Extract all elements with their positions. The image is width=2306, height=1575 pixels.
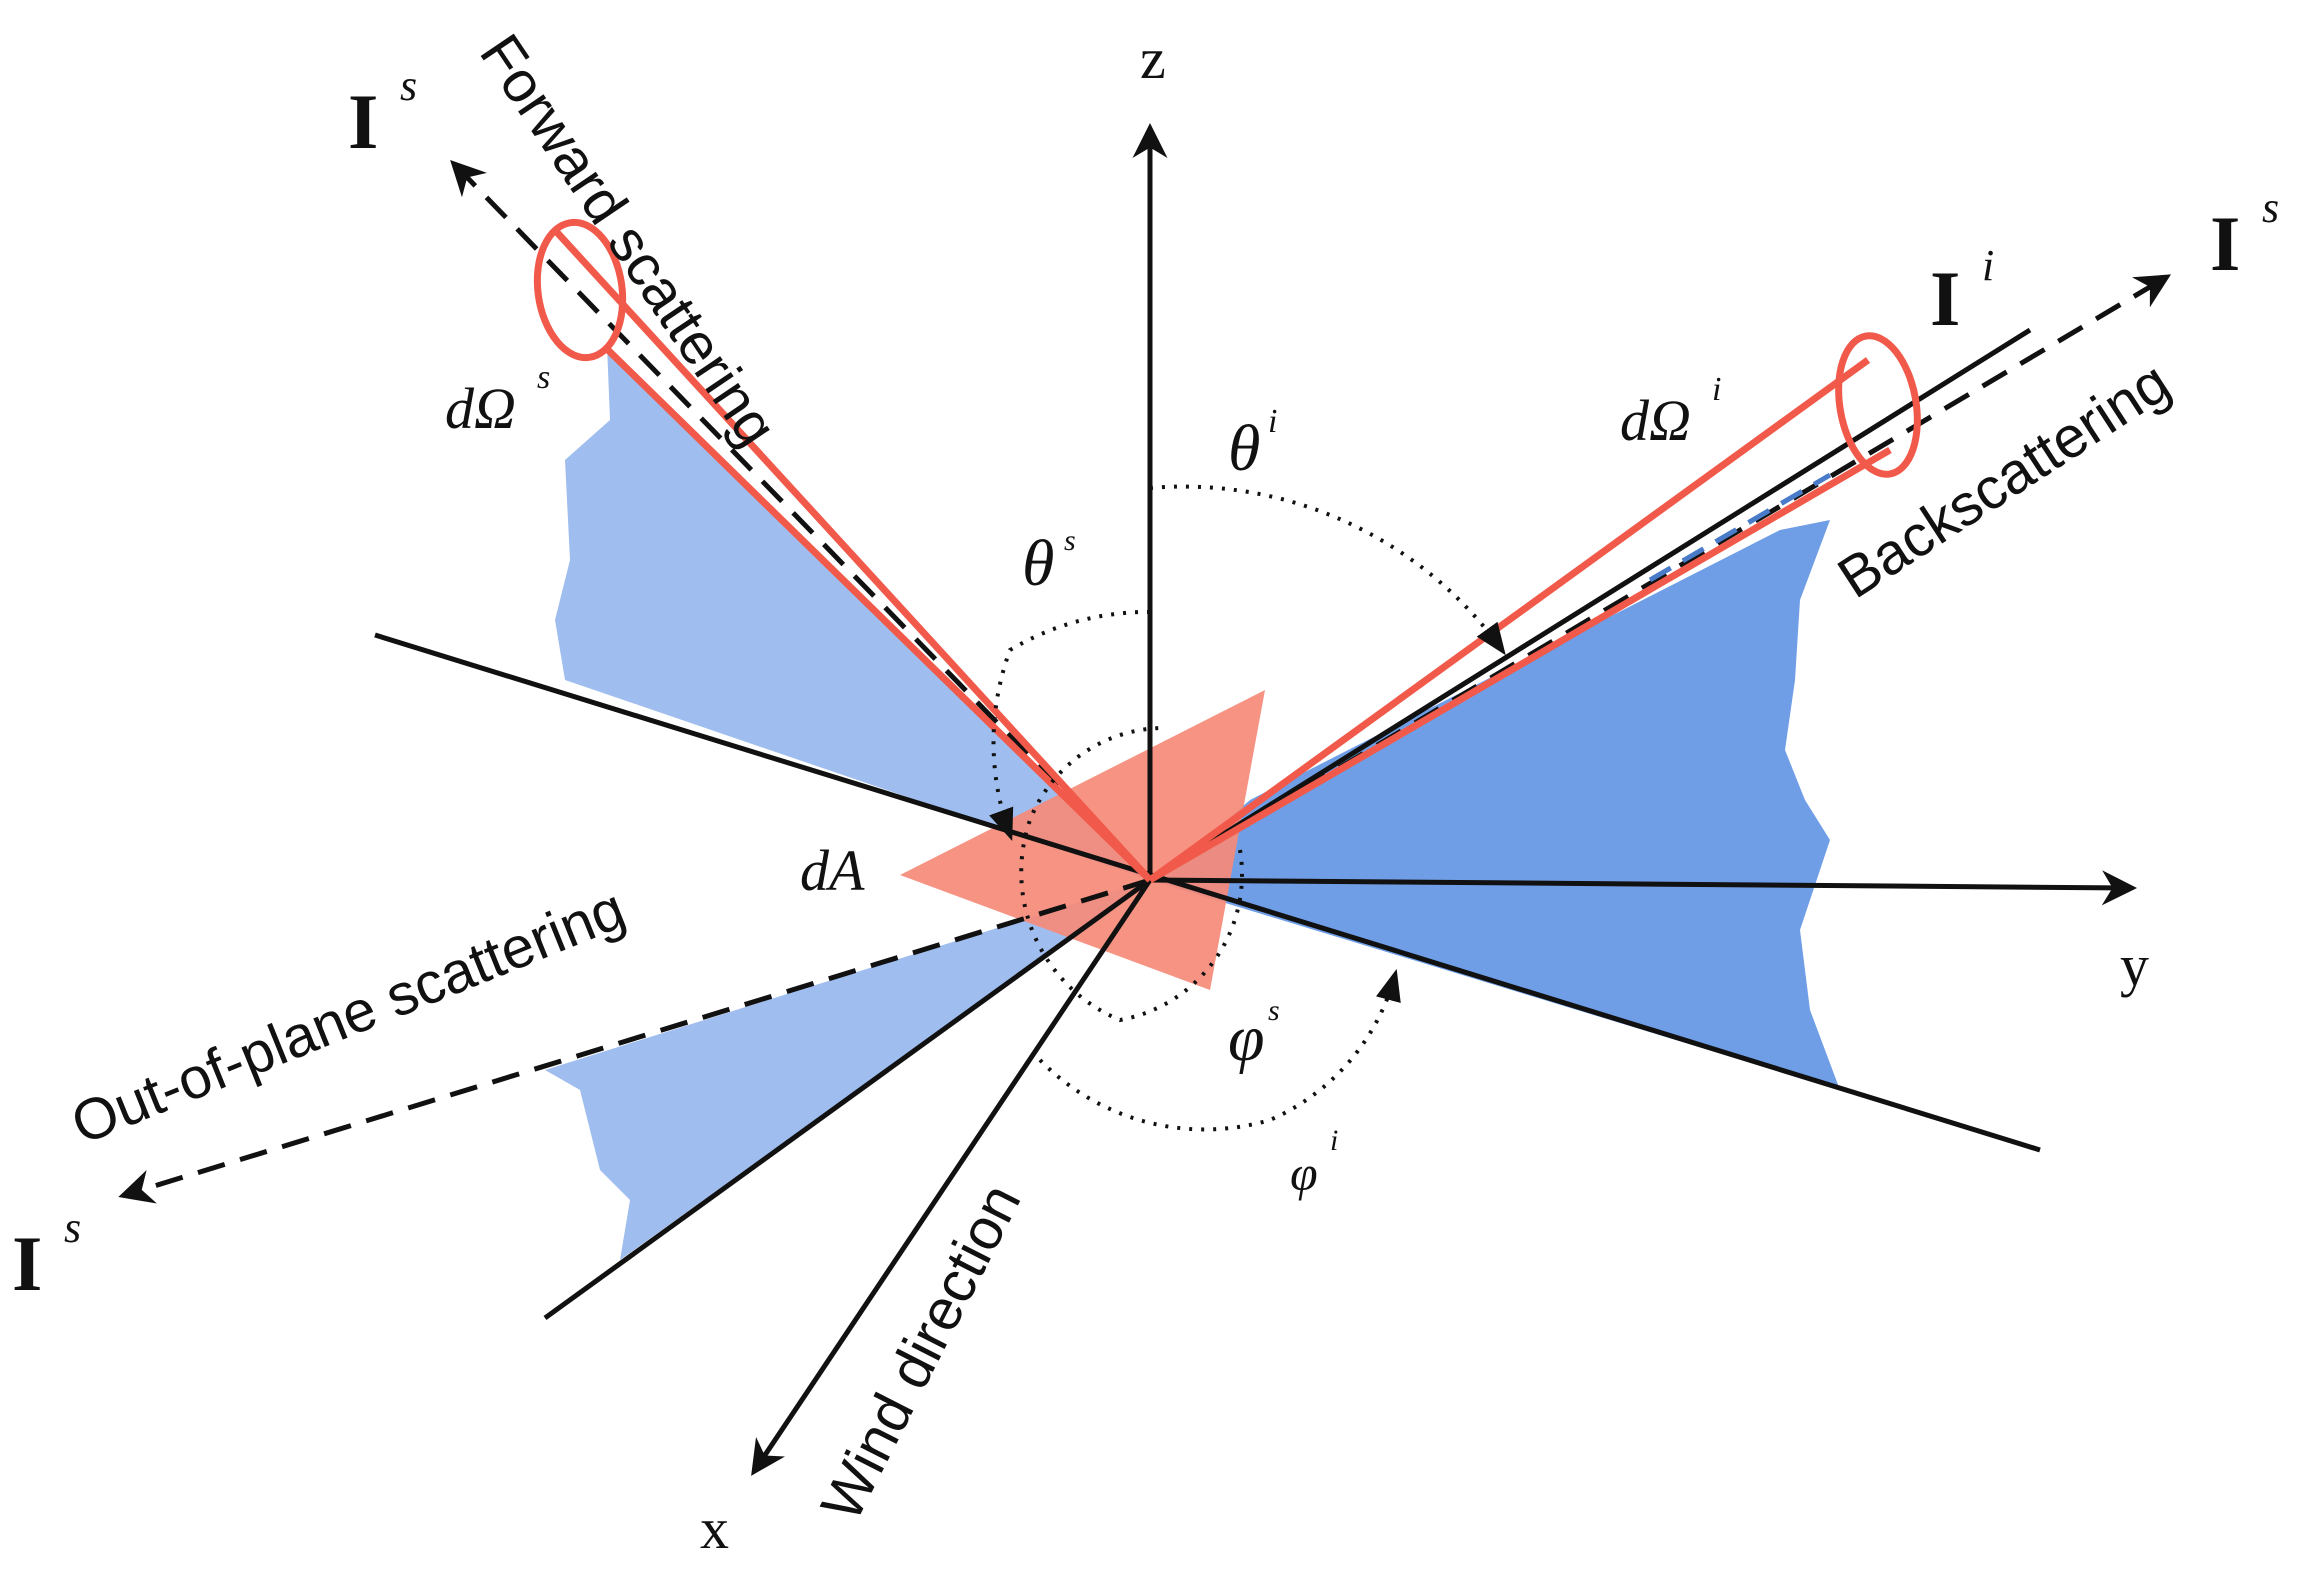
- svg-text:s: s: [1268, 994, 1280, 1027]
- surface-patch-lower-left: [545, 880, 1150, 1260]
- svg-text:φ: φ: [1228, 1002, 1265, 1075]
- forward-solid-angle-cone: [533, 218, 1153, 883]
- svg-text:s: s: [400, 61, 417, 110]
- svg-text:I: I: [348, 78, 378, 165]
- forward-scattering-dashed-arrow: [450, 159, 1152, 882]
- forward-solid-angle-label: dΩ s: [445, 359, 550, 441]
- surface-patch-upper-left: [555, 345, 1150, 880]
- svg-text:I: I: [1930, 255, 1960, 342]
- phi-s-label: φ s: [1228, 994, 1280, 1075]
- svg-text:dΩ: dΩ: [445, 376, 516, 441]
- incident-intensity-label: I i: [1930, 241, 1994, 342]
- x-axis: [751, 878, 1153, 1476]
- svg-text:i: i: [1712, 371, 1721, 408]
- surface-patch-right: [1150, 520, 1840, 1090]
- backscattering-label: Backscattering: [1827, 349, 2181, 611]
- incident-solid-angle-cone: [1147, 332, 1921, 884]
- svg-text:θ: θ: [1022, 527, 1054, 600]
- ground-plane-line: [374, 632, 2041, 1153]
- svg-text:s: s: [2262, 183, 2279, 232]
- scattered-intensity-label-top-right: I s: [2210, 183, 2279, 287]
- svg-text:I: I: [2210, 200, 2240, 287]
- theta-i-arc: [1149, 484, 1506, 656]
- lower-left-plane-line: [543, 877, 1152, 1321]
- scattered-intensity-label-top-left: I s: [348, 61, 417, 165]
- scattered-intensity-label-bottom-left: I s: [12, 1203, 81, 1307]
- y-axis-label: y: [2120, 933, 2149, 998]
- theta-s-label: θ s: [1022, 524, 1076, 600]
- wind-direction-label: Wind direction: [809, 1174, 1034, 1531]
- svg-text:dΩ: dΩ: [1620, 388, 1691, 453]
- svg-text:φ: φ: [1290, 1145, 1318, 1201]
- svg-text:i: i: [1268, 403, 1277, 440]
- svg-text:I: I: [12, 1220, 42, 1307]
- phi-i-label: φ i: [1290, 1124, 1338, 1201]
- svg-text:s: s: [64, 1203, 81, 1252]
- dA-label: dA: [800, 838, 865, 903]
- y-axis: [1149, 870, 2137, 906]
- z-axis-label: z: [1140, 26, 1166, 91]
- backscatter-faint-dash: [1648, 472, 1832, 583]
- theta-i-label: θ i: [1228, 403, 1277, 485]
- dA-surface-element: [900, 690, 1265, 990]
- svg-text:i: i: [1330, 1124, 1338, 1157]
- out-of-plane-dashed-arrow: [118, 877, 1151, 1204]
- out-of-plane-scattering-label: Out-of-plane scattering: [63, 876, 634, 1157]
- svg-text:s: s: [537, 359, 550, 396]
- x-axis-label: x: [700, 1496, 729, 1561]
- svg-text:s: s: [1064, 524, 1076, 557]
- incident-direction-line: [1148, 327, 2032, 883]
- svg-text:θ: θ: [1228, 412, 1260, 485]
- phi-i-arc: [1038, 968, 1401, 1132]
- incident-solid-angle-label: dΩ i: [1620, 371, 1721, 453]
- svg-text:i: i: [1982, 241, 1994, 290]
